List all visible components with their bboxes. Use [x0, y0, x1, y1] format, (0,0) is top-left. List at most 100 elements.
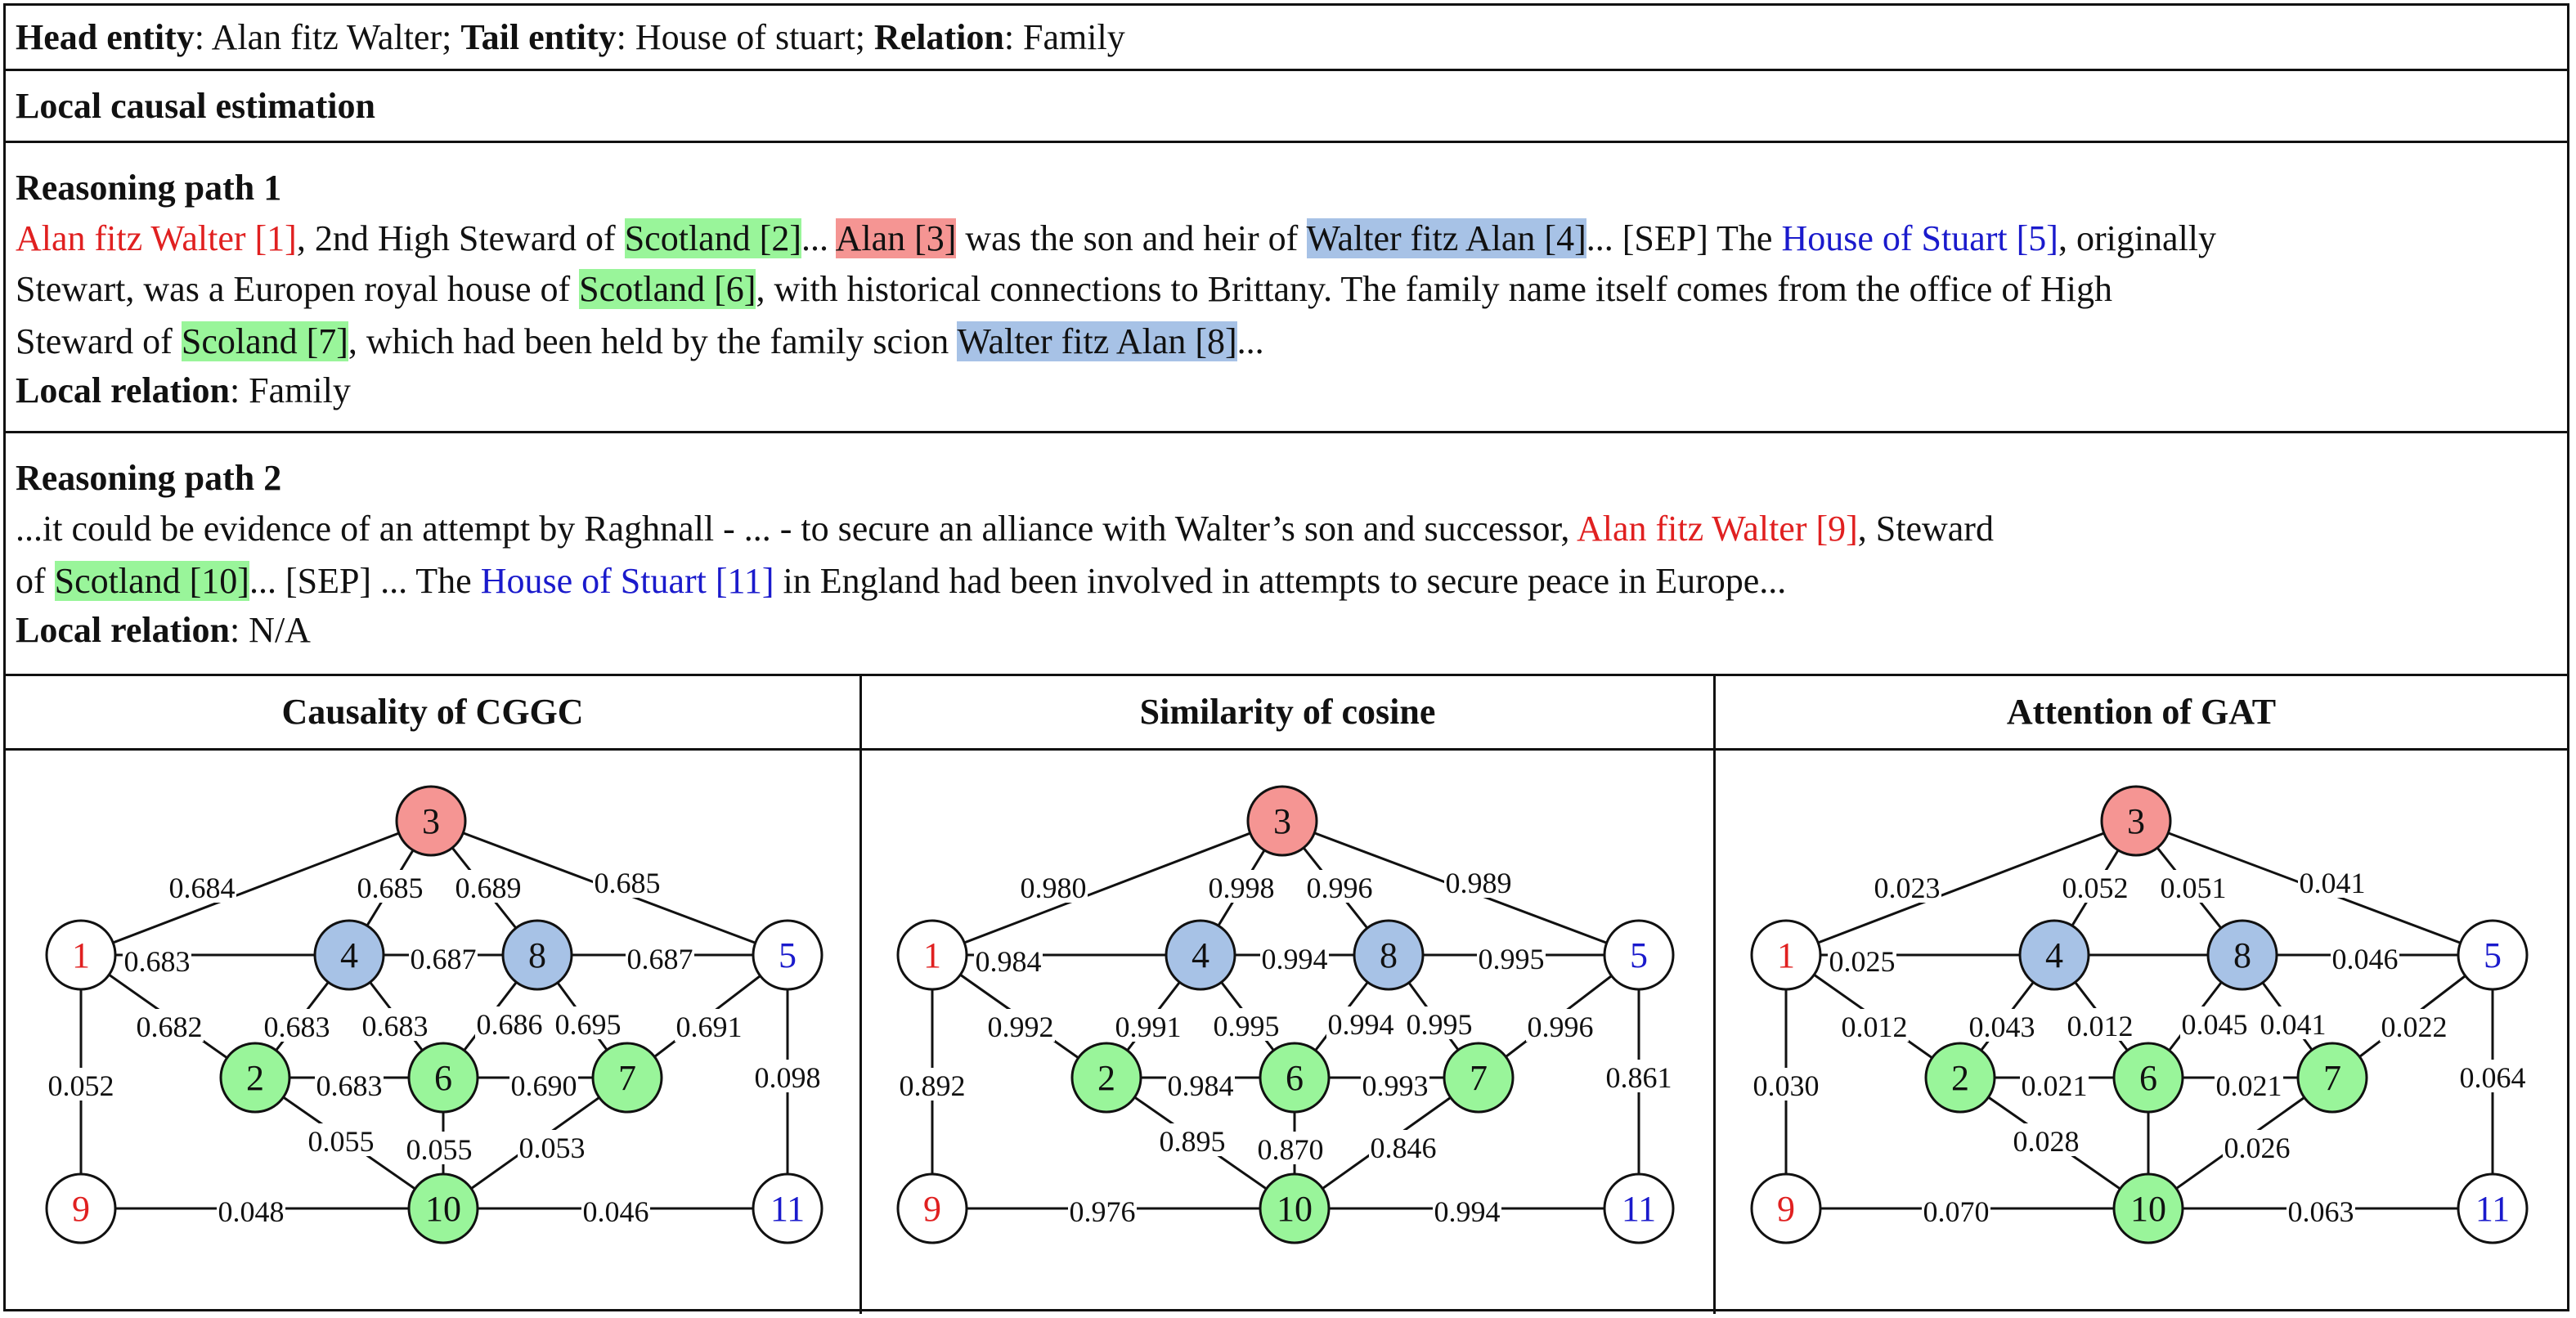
graph-node-8 [501, 919, 573, 991]
graph-node-11 [2457, 1172, 2529, 1244]
edge-label-bg [1405, 1006, 1474, 1039]
edge-label-bg [2259, 1006, 2327, 1039]
edge-label-bg [1212, 1008, 1281, 1041]
edge-label-bg [356, 870, 424, 903]
graph-node-3 [1246, 785, 1318, 857]
edge-weight-label: 0.995 [1407, 1008, 1473, 1041]
graph-node-label: 7 [1470, 1058, 1488, 1098]
graph-node-label: 5 [779, 935, 797, 975]
graph-node-label: 5 [1630, 935, 1648, 975]
path2-relation-label: Local relation [16, 610, 230, 650]
graph-node-7 [1443, 1042, 1515, 1114]
edge-weight-label: 0.994 [1262, 943, 1328, 975]
entity-mention: Scotland [10] [54, 561, 249, 601]
edge-weight-label: 0.995 [1214, 1010, 1280, 1042]
graph-node-label: 8 [2233, 935, 2251, 975]
edge-label-bg [475, 1006, 544, 1039]
edge-weight-label: 0.846 [1371, 1132, 1437, 1164]
edge-label-bg [2159, 870, 2228, 903]
edge-label-bg [518, 1130, 586, 1163]
path1-line2: Stewart, was a Europen royal house of Sc… [16, 264, 2112, 315]
text-run: ... [SEP] The [1586, 218, 1782, 258]
edge-weight-label: 0.684 [169, 872, 236, 904]
graph-node-10 [1259, 1172, 1331, 1244]
edge-weight-label: 0.895 [1160, 1125, 1226, 1158]
edge-weight-label: 0.052 [2062, 872, 2129, 904]
graph-node-label: 10 [425, 1189, 461, 1229]
graph-node-2 [1070, 1042, 1142, 1114]
edge-weight-label: 0.012 [2067, 1010, 2134, 1042]
edge-label-bg [1369, 1130, 1438, 1163]
reasoning-path-1: Reasoning path 1 Alan fitz Walter [1], 2… [6, 143, 2567, 433]
edge-weight-label: 0.070 [1923, 1195, 1990, 1228]
edge-weight-label: 0.690 [511, 1069, 577, 1102]
graph-node-label: 2 [1951, 1058, 1969, 1098]
edge-label-bg [1444, 865, 1513, 898]
edge-weight-label: 0.682 [137, 1011, 203, 1043]
graph-node-2 [1924, 1042, 1996, 1114]
edge-label-bg [509, 1068, 578, 1101]
graph-node-11 [752, 1172, 824, 1244]
text-run: ... [1236, 321, 1264, 361]
edge-label-bg [263, 1009, 331, 1042]
edge-weight-label: 0.870 [1258, 1133, 1324, 1166]
text-run: was the son and heir of [956, 218, 1307, 258]
edge-label-bg [675, 1009, 743, 1042]
graph-node-10 [2112, 1172, 2184, 1244]
edge-label-bg [217, 1194, 285, 1226]
edge-weight-label: 0.689 [456, 872, 522, 904]
edge-weight-label: 0.023 [1874, 872, 1941, 904]
graph-node-label: 8 [1380, 935, 1398, 975]
edge-label-bg [1068, 1194, 1137, 1226]
graph-node-8 [1353, 919, 1425, 991]
edge-label-bg [1361, 1068, 1429, 1101]
edge-label-bg [2287, 1194, 2355, 1226]
graph-node-4 [1165, 919, 1236, 991]
section-title-row: Local causal estimation [6, 71, 2567, 143]
edge-weight-label: 0.996 [1528, 1011, 1594, 1043]
graph-node-9 [1750, 1172, 1822, 1244]
header-row: Head entity: Alan fitz Walter; Tail enti… [6, 6, 2567, 71]
edge-label-bg [123, 944, 191, 976]
entity-mention: Walter fitz Alan [4] [1306, 218, 1586, 258]
edge-label-bg [1305, 870, 1374, 903]
graph-node-label: 6 [1286, 1058, 1304, 1098]
graph-node-label: 11 [1622, 1189, 1656, 1229]
graph-node-label: 9 [1777, 1189, 1795, 1229]
graph-node-label: 1 [72, 935, 90, 975]
edge-weight-label: 0.025 [1829, 945, 1896, 978]
graph-node-label: 2 [246, 1058, 264, 1098]
entity-mention: Alan [3] [835, 218, 957, 258]
edge-weight-label: 0.045 [2182, 1008, 2248, 1041]
graph-node-6 [407, 1042, 479, 1114]
edge-label-bg [1019, 870, 1088, 903]
edge-weight-label: 0.685 [595, 867, 661, 899]
graph-node-label: 3 [422, 801, 440, 841]
graph-node-1 [1750, 919, 1822, 991]
graph-node-2 [219, 1042, 291, 1114]
graph-node-5 [2457, 919, 2529, 991]
edge-label-bg [168, 870, 236, 903]
edge-weight-label: 0.996 [1307, 872, 1373, 904]
edge-weight-label: 0.687 [411, 943, 477, 975]
edge-label-bg [1840, 1009, 1909, 1042]
edge-label-bg [2380, 1009, 2448, 1042]
edge-weight-label: 0.021 [2022, 1069, 2088, 1102]
edge-weight-label: 0.984 [1168, 1069, 1234, 1102]
edge-label-bg [1968, 1009, 2036, 1042]
edge-label-bg [898, 1068, 967, 1101]
path1-title: Reasoning path 1 [16, 168, 282, 208]
edge-weight-label: 0.861 [1606, 1061, 1672, 1094]
graph-node-11 [1603, 1172, 1675, 1244]
head-entity-label: Head entity [16, 17, 195, 57]
edge-weight-label: 0.998 [1209, 872, 1275, 904]
graph-node-label: 11 [770, 1189, 805, 1229]
edge-weight-label: 0.053 [519, 1132, 586, 1164]
edge-label-bg [1604, 1060, 1673, 1092]
panel-divider-1 [859, 676, 862, 1314]
graph-node-label: 4 [2045, 935, 2063, 975]
graph-node-label: 8 [528, 935, 546, 975]
text-run: , Steward [1857, 509, 1994, 549]
edge-label-bg [2215, 1068, 2283, 1101]
